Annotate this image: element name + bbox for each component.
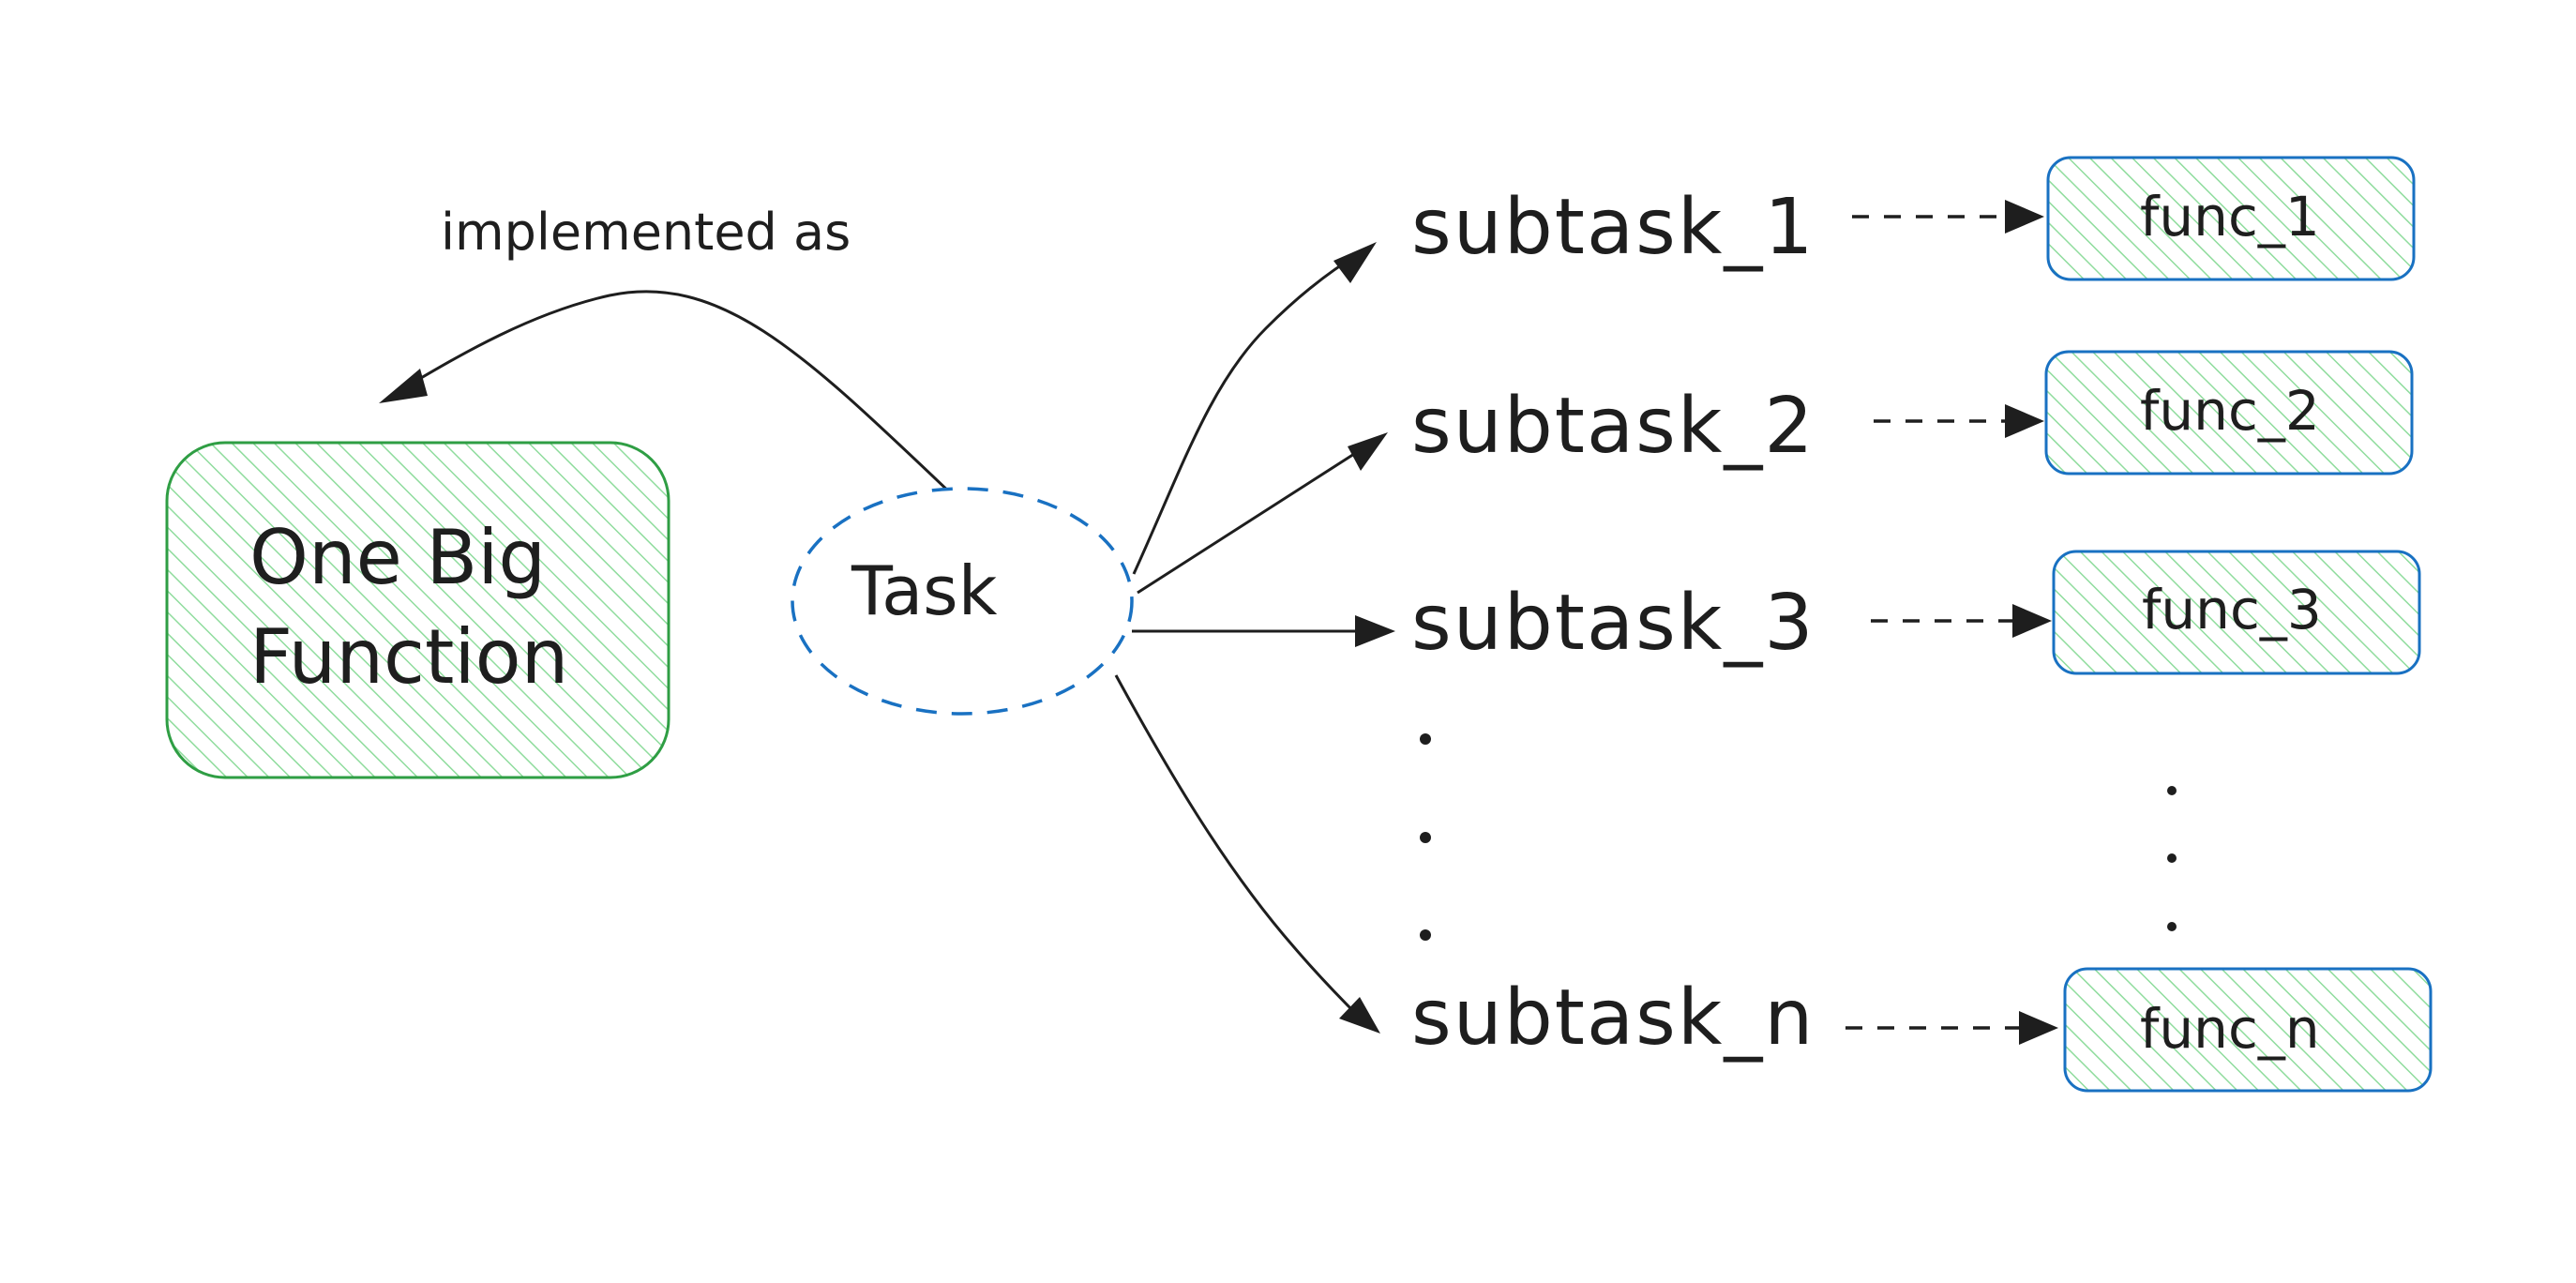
task-to-subtask-2-arrow [1137, 432, 1388, 595]
implemented-as-label: implemented as [441, 203, 851, 262]
func-1-label: func_1 [2140, 185, 2320, 249]
task-node: Task [791, 487, 1134, 716]
subtask-3-to-func-3-arrow [1871, 604, 2052, 638]
func-n-label: func_n [2140, 997, 2320, 1061]
subtask-1-label: subtask_1 [1411, 183, 1815, 272]
func-2-box: func_2 [2044, 350, 2414, 475]
task-to-subtask-3-arrow [1132, 615, 1395, 647]
subtask-2-to-func-2-arrow [1874, 404, 2044, 438]
func-2-label: func_2 [2140, 379, 2320, 443]
subtask-2-label: subtask_2 [1411, 382, 1815, 471]
task-to-subtask-1-arrow [1132, 242, 1377, 575]
subtask-n-to-func-n-arrow [1845, 1011, 2058, 1045]
func-ellipsis [2167, 786, 2177, 931]
task-to-subtask-n-arrow [1114, 674, 1380, 1034]
subtask-ellipsis [1420, 733, 1431, 941]
func-n-box: func_n [2063, 967, 2433, 1093]
subtask-3-label: subtask_3 [1411, 579, 1815, 668]
subtask-1-to-func-1-arrow [1852, 200, 2044, 234]
one-big-function-line1: One Big [249, 514, 546, 601]
one-big-function-line2: Function [249, 613, 568, 701]
func-1-box: func_1 [2046, 156, 2416, 281]
func-3-label: func_3 [2142, 578, 2322, 642]
implemented-as-arrow [379, 290, 954, 496]
subtask-n-label: subtask_n [1411, 974, 1815, 1063]
task-label: Task [851, 551, 998, 630]
one-big-function-box: One Big Function [165, 441, 670, 779]
func-3-box: func_3 [2052, 550, 2421, 675]
